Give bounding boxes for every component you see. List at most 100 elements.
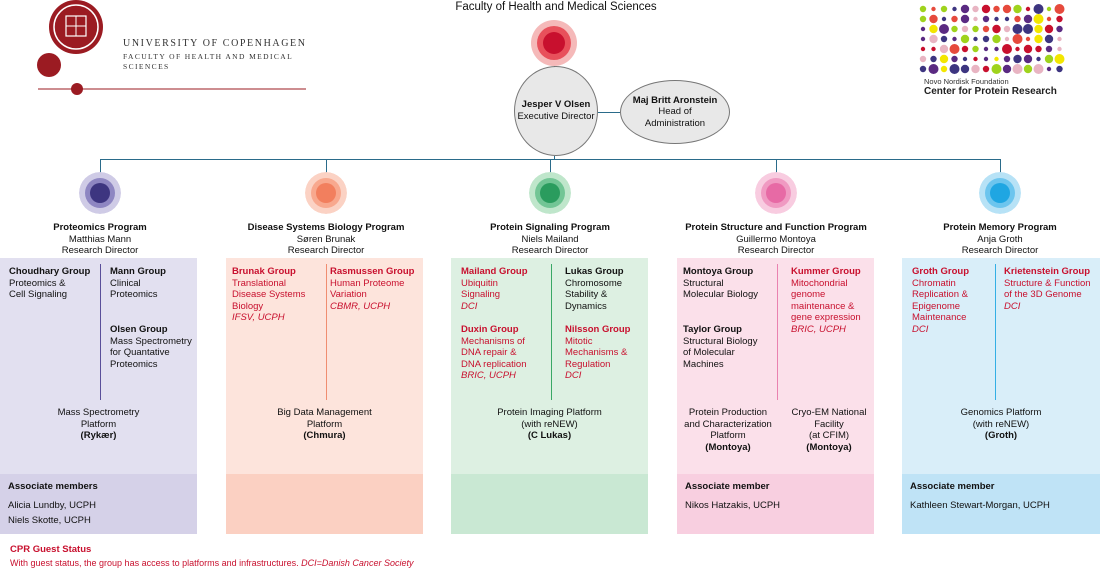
logo-dot <box>1033 64 1044 74</box>
panel-divider <box>326 264 327 400</box>
logo-dot <box>1035 45 1042 53</box>
platform-line: and Characterization <box>684 418 772 430</box>
connector-horizontal <box>100 159 990 160</box>
associate-member: Kathleen Stewart-Morgan, UCPH <box>910 500 1050 511</box>
disease-circle <box>305 172 347 214</box>
program-role: Research Director <box>61 245 139 257</box>
program-role: Research Director <box>511 245 589 257</box>
logo-dot <box>940 65 948 73</box>
logo-dot <box>919 5 927 13</box>
platform-line: Facility <box>814 418 844 430</box>
group-desc: Mechanisms of <box>461 335 525 347</box>
memory-panel: Groth Group Chromatin Replication & Epig… <box>902 258 1100 534</box>
connector-proteomics <box>100 159 101 173</box>
group-desc: of Molecular <box>683 347 735 359</box>
group-desc: Translational <box>232 277 287 289</box>
group-desc: Signaling <box>461 289 501 301</box>
program-title: Protein Memory Program <box>943 222 1057 233</box>
group-desc: Regulation <box>565 358 611 370</box>
footer-title: CPR Guest Status <box>10 544 92 555</box>
connector-disease <box>326 159 327 173</box>
logo-dot <box>1044 54 1054 64</box>
logo-dot <box>1002 64 1012 74</box>
logo-dot <box>960 14 970 24</box>
logo-dot <box>1012 24 1023 34</box>
platform-line: Platform <box>80 418 117 430</box>
program-role: Research Director <box>287 245 365 257</box>
logo-dot <box>1056 15 1063 23</box>
program-title: Disease Systems Biology Program <box>247 222 405 233</box>
associate-member: Nikos Hatzakis, UCPH <box>685 500 781 511</box>
logo-dot <box>1004 36 1010 42</box>
footer-text: With guest status, the group has access … <box>10 558 413 569</box>
platform-line: Platform <box>710 430 746 442</box>
group-desc: gene expression <box>791 312 861 324</box>
group-desc: Dynamics <box>565 300 607 312</box>
logo-dot <box>992 24 1001 34</box>
logo-dot <box>983 46 989 52</box>
group-desc: Proteomics <box>110 289 158 301</box>
platform-line: Platform <box>306 418 343 430</box>
logo-dot <box>1033 14 1044 24</box>
logo-dot <box>1044 24 1054 34</box>
proteomics-circle <box>79 172 121 214</box>
group-desc: Structural <box>683 277 724 289</box>
logo-dot <box>972 45 979 53</box>
program-role: Research Director <box>737 245 815 257</box>
connector-structure <box>776 159 777 173</box>
panel-divider <box>995 264 996 400</box>
logo-dot <box>1046 66 1052 72</box>
program-director: Matthias Mann <box>68 233 132 245</box>
platform-genomics: Genomics Platform (with reNEW) (Groth) <box>902 407 1100 442</box>
cpr-name: Center for Protein Research <box>924 86 1057 97</box>
platform-line: Big Data Management <box>277 407 372 418</box>
logo-dot <box>960 34 970 44</box>
group-desc: Clinical <box>110 277 141 289</box>
associate-member: Alicia Lundby, UCPH <box>8 500 97 511</box>
head-admin-node: Maj Britt Aronstein Head of Administrati… <box>620 80 730 144</box>
platform-line: Cryo-EM National <box>791 407 867 418</box>
head-admin-role-2: Administration <box>644 117 706 129</box>
group-desc: Structure & Function <box>1004 277 1091 289</box>
associate-member: Niels Skotte, UCPH <box>8 515 91 526</box>
group-name: Rasmussen Group <box>330 266 415 277</box>
logo-dot <box>993 5 1000 13</box>
associate-members-box <box>226 474 423 534</box>
platform-line: Protein Imaging Platform <box>497 407 602 418</box>
group-kummer: Kummer Group Mitochondrial genome mainte… <box>791 266 861 335</box>
university-name: UNIVERSITY OF COPENHAGEN <box>123 38 307 49</box>
group-desc: Mechanisms & <box>565 347 628 359</box>
group-name: Montoya Group <box>683 266 754 277</box>
group-olsen: Olsen Group Mass Spectrometry for Quanta… <box>110 324 192 370</box>
logo-dot <box>994 16 999 22</box>
group-desc: DNA repair & <box>461 347 517 359</box>
group-name: Choudhary Group <box>9 266 91 277</box>
logo-dot <box>1013 54 1022 64</box>
logo-dot <box>1056 25 1063 33</box>
group-name: Krietenstein Group <box>1004 266 1091 277</box>
nn-foundation-label: Novo Nordisk Foundation <box>924 77 1009 86</box>
logo-dot <box>920 46 926 52</box>
logo-dot <box>931 6 936 12</box>
group-name: Duxin Group <box>461 324 519 335</box>
group-taylor: Taylor Group Structural Biology of Molec… <box>683 324 757 370</box>
group-name: Lukas Group <box>565 266 624 277</box>
logo-dot <box>994 56 999 62</box>
disease-header: Disease Systems Biology Program Søren Br… <box>211 222 441 257</box>
logo-dot <box>949 64 960 74</box>
logo-dot <box>930 55 937 63</box>
program-director: Anja Groth <box>977 233 1023 245</box>
group-name: Olsen Group <box>110 324 168 335</box>
logo-dot <box>1023 14 1033 24</box>
logo-dot <box>951 25 958 33</box>
connector-memory <box>1000 159 1001 173</box>
group-affiliation: IFSV, UCPH <box>232 312 285 324</box>
group-desc: Chromatin <box>912 277 956 289</box>
logo-dot <box>1034 34 1043 44</box>
logo-dot <box>961 25 969 33</box>
logo-dot <box>939 24 949 34</box>
faculty-node <box>531 20 577 66</box>
associate-members-box: Associate member Kathleen Stewart-Morgan… <box>902 474 1100 534</box>
logo-dot <box>952 36 957 42</box>
group-desc: of the 3D Genome <box>1004 289 1082 301</box>
